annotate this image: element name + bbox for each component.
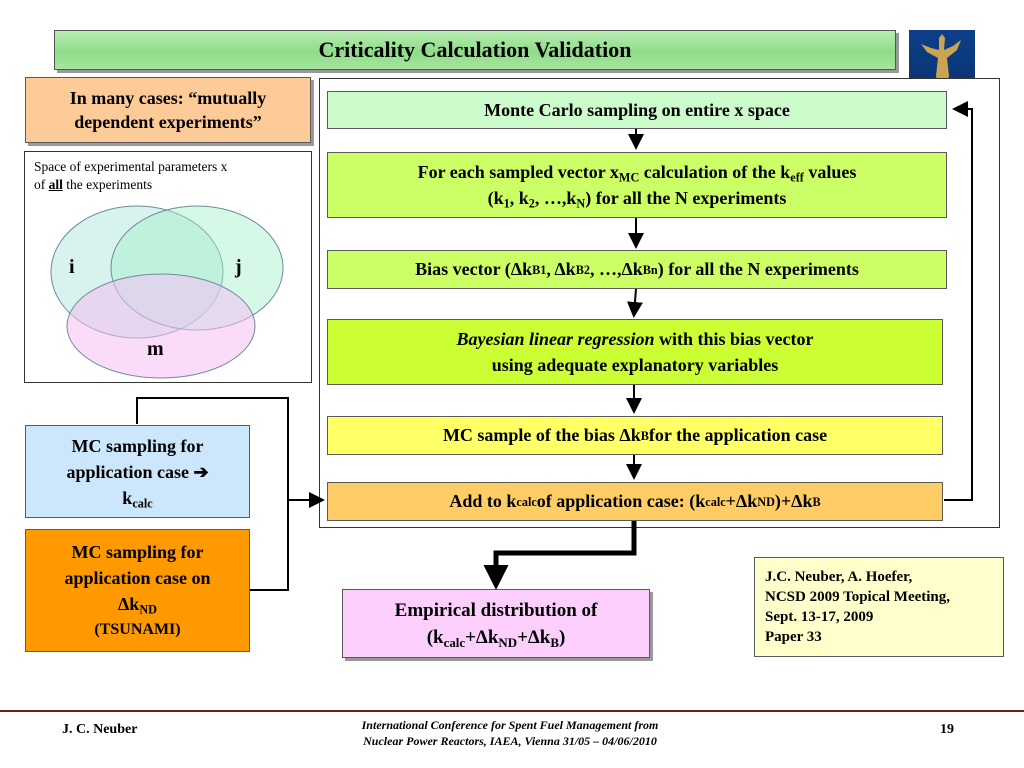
note-line-2: dependent experiments” [74,112,262,132]
tsunami-line-1: MC sampling for [71,541,204,562]
footer-conference: International Conference for Spent Fuel … [260,717,760,749]
for-each-text-2: calculation of the k [639,162,791,182]
empirical-sub-nd: ND [498,634,518,650]
empirical-sub-b: B [550,634,559,650]
for-each-sub-eff: eff [790,170,804,185]
tsunami-line-2: application case on [64,567,211,588]
mc-app-line-1: MC sampling for [71,435,204,456]
bayes-line-1: Bayesian linear regression with this bia… [456,326,813,352]
empirical-text-3: +Δk [517,626,551,648]
add-text-3: +Δk [725,491,758,511]
slide-title: Criticality Calculation Validation [54,30,896,70]
bias-text-4: ) for all the N experiments [657,259,859,279]
tsunami-line-4: (TSUNAMI) [94,620,181,638]
empirical-text-2: +Δk [465,626,499,648]
venn-caption-line-1: Space of experimental parameters x [34,159,228,174]
mc-app-k: k [122,487,133,508]
arrow-to-empirical [483,521,637,590]
footer-author: J. C. Neuber [62,722,138,737]
footer-conference-line-2: Nuclear Power Reactors, IAEA, Vienna 31/… [363,734,657,748]
bias-text-3: , …,Δk [589,259,643,279]
add-text-2: of application case: (k [536,491,706,511]
for-each-sub-2: 2 [528,196,535,211]
page-number: 19 [940,722,954,737]
reference-line-3: Sept. 13-17, 2009 [765,609,874,625]
mc-app-line-2-text: application case [66,461,189,482]
arrow-bias-to-bayes [626,288,643,318]
bias-text-1: Bias vector (Δk [415,259,533,279]
venn-circles [50,205,284,379]
for-each-sub-mc: MC [618,170,640,185]
tsunami-delta-sub: ND [139,602,157,617]
step-for-each-vector: For each sampled vector xMC calculation … [327,152,947,218]
mc-sampling-tsunami-box: MC sampling for application case on ΔkND… [25,529,250,652]
tsunami-delta-k: Δk [118,593,140,614]
add-text-4: )+Δk [774,491,813,511]
for-each-text-1: For each sampled vector x [417,162,619,182]
venn-label-m: m [147,338,164,360]
mc-bias-text-2: for the application case [648,425,828,445]
empirical-line-1: Empirical distribution of [394,599,598,621]
step-monte-carlo: Monte Carlo sampling on entire x space [327,91,947,129]
step-for-each-line-1: For each sampled vector xMC calculation … [418,159,857,185]
bayes-line-2: using adequate explanatory variables [491,355,779,375]
bayes-italic-text: Bayesian linear regression [456,329,655,349]
right-arrow-icon: ➔ [193,461,209,482]
empirical-distribution-box: Empirical distribution of (kcalc+ΔkND+Δk… [342,589,650,658]
venn-caption-rest: the experiments [62,177,153,192]
empirical-text-1: (k [426,626,444,648]
step-bayesian-regression: Bayesian linear regression with this bia… [327,319,943,385]
mc-app-k-sub: calc [132,496,153,511]
arrow-feedback-loop [944,101,973,501]
mc-sampling-application-box: MC sampling for application case ➔ kcalc [25,425,250,518]
venn-label-j: j [235,256,242,278]
mutually-dependent-note: In many cases: “mutually dependent exper… [25,77,311,143]
bayes-rest-text: with this bias vector [654,329,814,349]
for-each-text-5: , k [509,188,529,208]
for-each-text-4: (k [487,188,504,208]
for-each-sub-1: 1 [503,196,510,211]
tsunami-line-3: ΔkND [118,591,157,617]
venn-caption: Space of experimental parameters x of al… [34,158,227,194]
empirical-sub-calc: calc [443,634,466,650]
venn-caption-all: all [48,177,63,192]
empirical-text-4: ) [558,626,566,648]
venn-label-i: i [69,256,75,278]
reference-line-2: NCSD 2009 Topical Meeting, [765,589,951,605]
for-each-text-7: ) for all the N experiments [585,188,787,208]
add-text-1: Add to k [449,491,517,511]
footer-conference-line-1: International Conference for Spent Fuel … [361,718,659,732]
mc-app-line-2: application case ➔ [66,459,208,485]
for-each-sub-n: N [576,196,586,211]
for-each-text-3: values [803,162,857,182]
reference-box: J.C. Neuber, A. Hoefer, NCSD 2009 Topica… [754,557,1004,657]
reference-line-1: J.C. Neuber, A. Hoefer, [765,569,913,585]
bias-text-2: , Δk [546,259,576,279]
empirical-line-2: (kcalc+ΔkND+ΔkB) [427,624,566,651]
line-left-bracket [136,397,289,591]
footer-divider [0,710,1024,712]
mc-app-line-3: kcalc [122,485,152,511]
step-for-each-line-2: (k1, k2, …,kN) for all the N experiments [488,185,787,211]
reference-line-4: Paper 33 [765,629,822,645]
note-line-1: In many cases: “mutually [69,88,267,108]
for-each-text-6: , …,k [534,188,577,208]
venn-diagram-box: Space of experimental parameters x of al… [24,151,312,383]
venn-caption-of: of [34,177,49,192]
mc-bias-text-1: MC sample of the bias Δk [442,425,641,445]
